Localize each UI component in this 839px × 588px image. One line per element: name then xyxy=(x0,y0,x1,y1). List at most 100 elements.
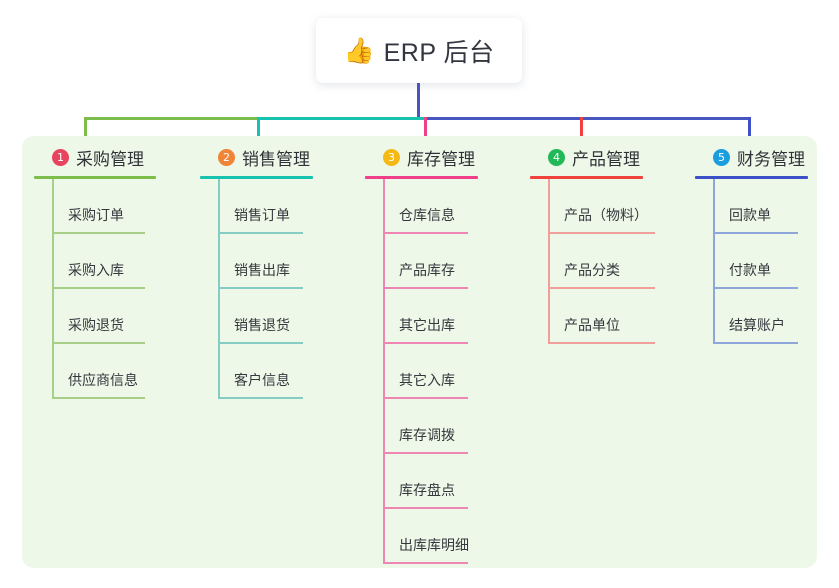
leaf-item[interactable]: 销售订单 xyxy=(218,179,350,234)
branch-title-5: 财务管理 xyxy=(737,149,805,169)
leaf-underline xyxy=(52,287,145,289)
trunk-connector xyxy=(417,83,420,118)
drop-sales xyxy=(257,117,260,146)
branch-spine-1 xyxy=(52,179,54,399)
leaf-underline xyxy=(218,397,303,399)
leaf-underline xyxy=(52,342,145,344)
branch-header-1[interactable]: 1 采购管理 xyxy=(34,144,184,170)
leaf-underline xyxy=(383,452,468,454)
leaf-label: 其它出库 xyxy=(399,317,455,333)
leaf-item[interactable]: 采购订单 xyxy=(52,179,184,234)
leaf-underline xyxy=(548,232,655,234)
root-title: ERP 后台 xyxy=(383,38,495,67)
leaf-item[interactable]: 销售退货 xyxy=(218,289,350,344)
leaf-item[interactable]: 采购退货 xyxy=(52,289,184,344)
leaf-underline xyxy=(218,287,303,289)
leaf-label: 出库库明细 xyxy=(399,537,469,553)
segment-sales xyxy=(259,117,425,120)
branch-header-3[interactable]: 3 库存管理 xyxy=(365,144,515,170)
leaf-label: 销售退货 xyxy=(234,317,290,333)
leaf-item[interactable]: 结算账户 xyxy=(713,289,839,344)
leaf-item[interactable]: 产品单位 xyxy=(548,289,680,344)
leaf-underline xyxy=(383,342,468,344)
leaf-item[interactable]: 销售出库 xyxy=(218,234,350,289)
drop-inventory xyxy=(424,117,427,146)
leaf-label: 供应商信息 xyxy=(68,372,138,388)
branch-header-5[interactable]: 5 财务管理 xyxy=(695,144,839,170)
branch-spine-4 xyxy=(548,179,550,344)
leaf-label: 产品（物料） xyxy=(564,207,648,223)
leaf-underline xyxy=(383,287,468,289)
leaf-label: 库存盘点 xyxy=(399,482,455,498)
branch-badge-5: 5 xyxy=(713,148,730,166)
branch-title-2: 销售管理 xyxy=(242,149,310,169)
drop-finance xyxy=(748,117,751,146)
branch-column-5: 5 财务管理回款单付款单结算账户 xyxy=(695,144,839,344)
branch-title-1: 采购管理 xyxy=(76,149,144,169)
leaf-label: 仓库信息 xyxy=(399,207,455,223)
root-node-card[interactable]: 👍 ERP 后台 xyxy=(316,18,522,83)
leaf-label: 库存调拨 xyxy=(399,427,455,443)
branch-underline-5 xyxy=(695,176,808,179)
branch-spine-3 xyxy=(383,179,385,564)
leaf-underline xyxy=(383,507,468,509)
branch-column-1: 1 采购管理采购订单采购入库采购退货供应商信息 xyxy=(34,144,184,399)
segment-purchasing xyxy=(84,117,259,120)
leaf-label: 付款单 xyxy=(729,262,771,278)
leaf-item[interactable]: 采购入库 xyxy=(52,234,184,289)
leaf-item[interactable]: 仓库信息 xyxy=(383,179,515,234)
leaf-label: 销售出库 xyxy=(234,262,290,278)
leaf-item[interactable]: 产品库存 xyxy=(383,234,515,289)
branch-underline-1 xyxy=(34,176,156,179)
leaf-item[interactable]: 其它入库 xyxy=(383,344,515,399)
branch-leaves-3: 仓库信息产品库存其它出库其它入库库存调拨库存盘点出库库明细 xyxy=(365,179,515,564)
leaf-label: 采购订单 xyxy=(68,207,124,223)
segment-inventory-to-finance xyxy=(425,117,750,120)
leaf-item[interactable]: 库存调拨 xyxy=(383,399,515,454)
leaf-item[interactable]: 产品分类 xyxy=(548,234,680,289)
leaf-label: 采购入库 xyxy=(68,262,124,278)
branch-badge-2: 2 xyxy=(218,148,235,166)
leaf-label: 回款单 xyxy=(729,207,771,223)
leaf-label: 产品分类 xyxy=(564,262,620,278)
branch-leaves-4: 产品（物料） 产品分类产品单位 xyxy=(530,179,680,344)
branch-leaves-5: 回款单付款单结算账户 xyxy=(695,179,839,344)
branch-leaves-1: 采购订单采购入库采购退货供应商信息 xyxy=(34,179,184,399)
branch-column-3: 3 库存管理仓库信息产品库存其它出库其它入库库存调拨库存盘点出库库明细 xyxy=(365,144,515,564)
leaf-item[interactable]: 供应商信息 xyxy=(52,344,184,399)
leaf-label: 采购退货 xyxy=(68,317,124,333)
leaf-item[interactable]: 客户信息 xyxy=(218,344,350,399)
branch-spine-2 xyxy=(218,179,220,399)
leaf-item[interactable]: 库存盘点 xyxy=(383,454,515,509)
branch-underline-4 xyxy=(530,176,643,179)
leaf-item[interactable]: 出库库明细 xyxy=(383,509,515,564)
leaf-underline xyxy=(383,232,468,234)
leaf-underline xyxy=(52,397,145,399)
drop-purchasing xyxy=(84,117,87,146)
leaf-label: 客户信息 xyxy=(234,372,290,388)
leaf-underline xyxy=(713,342,798,344)
leaf-item[interactable]: 回款单 xyxy=(713,179,839,234)
leaf-underline xyxy=(548,342,655,344)
leaf-underline xyxy=(383,562,468,564)
branch-underline-3 xyxy=(365,176,478,179)
leaf-underline xyxy=(548,287,655,289)
leaf-label: 销售订单 xyxy=(234,207,290,223)
leaf-underline xyxy=(52,232,145,234)
branch-badge-3: 3 xyxy=(383,148,400,166)
thumbs-up-icon: 👍 xyxy=(343,37,375,65)
branch-spine-5 xyxy=(713,179,715,344)
leaf-item[interactable]: 付款单 xyxy=(713,234,839,289)
branch-title-3: 库存管理 xyxy=(407,149,475,169)
leaf-label: 结算账户 xyxy=(729,317,785,333)
leaf-item[interactable]: 产品（物料） xyxy=(548,179,680,234)
leaf-underline xyxy=(713,232,798,234)
leaf-label: 其它入库 xyxy=(399,372,455,388)
leaf-underline xyxy=(218,342,303,344)
leaf-item[interactable]: 其它出库 xyxy=(383,289,515,344)
branch-header-2[interactable]: 2 销售管理 xyxy=(200,144,350,170)
branch-badge-1: 1 xyxy=(52,148,69,166)
branches-panel xyxy=(22,136,817,568)
